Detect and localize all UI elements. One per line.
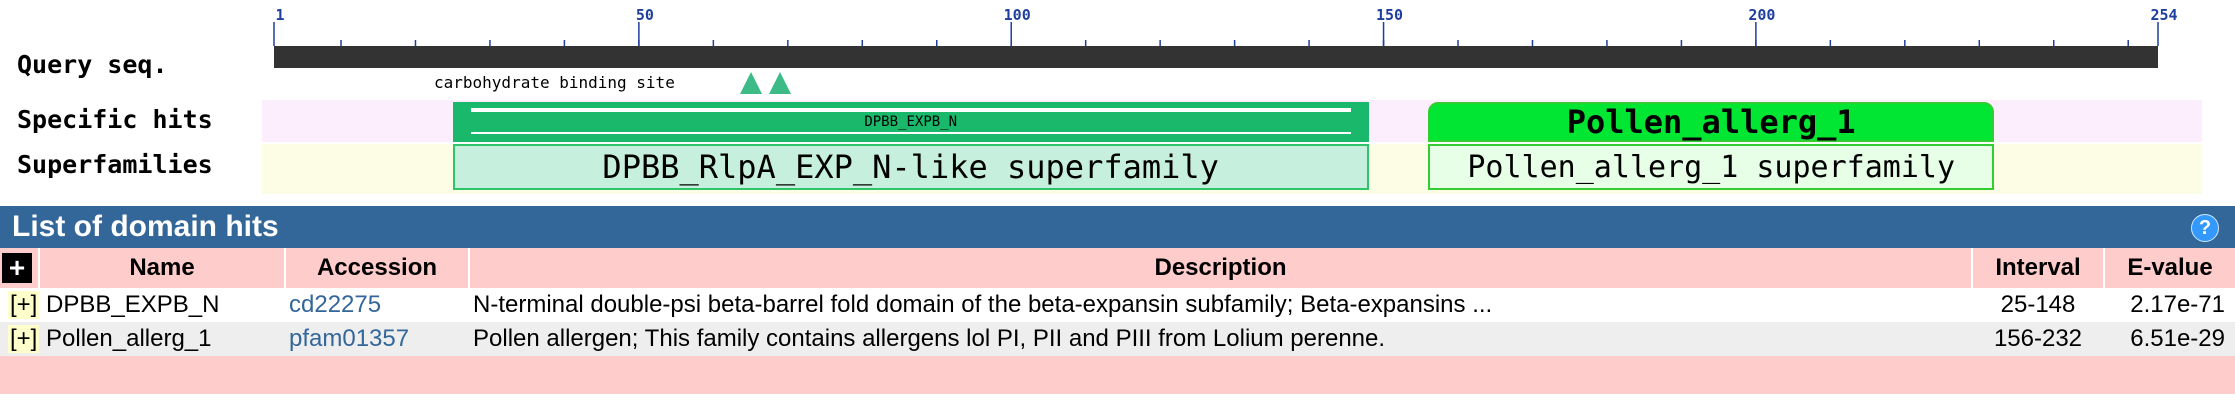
ruler-tick-label: 100: [1003, 6, 1031, 24]
col-interval-header[interactable]: Interval: [1972, 248, 2105, 288]
table-footer: [0, 356, 2235, 394]
help-icon[interactable]: ?: [2191, 214, 2219, 242]
row-description: N-terminal double-psi beta-barrel fold d…: [469, 288, 1972, 322]
site-mark-triangle[interactable]: [739, 72, 762, 94]
accession-cell: cd22275: [285, 288, 469, 322]
row-name: Pollen_allerg_1: [46, 325, 212, 352]
col-name-header[interactable]: Name: [39, 248, 286, 288]
table-header-row: + Name Accession Description Interval E-…: [0, 248, 2235, 288]
specific-hits-label: Specific hits: [17, 105, 213, 134]
row-interval: 156-232: [1972, 322, 2104, 356]
superfamily-hit-dpbb-rlpa-exp-n-like[interactable]: DPBB_RlpA_EXP_N-like superfamily: [452, 144, 1369, 190]
expand-all-cell: +: [0, 248, 40, 288]
specific-hit-dpbb-expb-n[interactable]: DPBB_EXPB_N: [452, 102, 1369, 142]
row-expand-button[interactable]: [+]: [8, 291, 40, 319]
ruler-tick-label: 254: [2150, 6, 2178, 24]
accession-cell: pfam01357: [285, 322, 469, 356]
panel-header: List of domain hits ?: [0, 206, 2235, 248]
accession-link[interactable]: pfam01357: [289, 325, 410, 352]
superfamily-hit-label: DPBB_RlpA_EXP_N-like superfamily: [602, 148, 1219, 186]
row-name: DPBB_EXPB_N: [46, 291, 220, 318]
specific-hit-inner-fill: [470, 112, 1351, 132]
ruler-tick-label: 150: [1376, 6, 1404, 24]
ruler-tick-label: 1: [275, 6, 285, 24]
table-row: [+] Pollen_allerg_1 pfam01357 Pollen all…: [0, 322, 2235, 356]
panel-title: List of domain hits: [12, 210, 279, 243]
ruler: [273, 22, 2159, 46]
col-description-header[interactable]: Description: [469, 248, 1973, 288]
carbohydrate-binding-site-label[interactable]: carbohydrate binding site: [434, 73, 675, 92]
superfamily-hit-label: Pollen_allerg_1 superfamily: [1467, 149, 1956, 185]
name-cell: [+] Pollen_allerg_1: [0, 322, 285, 356]
name-cell: [+] DPBB_EXPB_N: [0, 288, 285, 322]
row-description: Pollen allergen; This family contains al…: [469, 322, 1972, 356]
domain-hits-panel: List of domain hits ? + Name Accession D…: [0, 206, 2235, 394]
col-accession-header[interactable]: Accession: [285, 248, 470, 288]
domain-hits-table: + Name Accession Description Interval E-…: [0, 248, 2235, 356]
superfamilies-label: Superfamilies: [17, 150, 213, 179]
row-evalue: 6.51e-29: [2104, 322, 2235, 356]
col-evalue-header[interactable]: E-value: [2104, 248, 2235, 288]
row-evalue: 2.17e-71: [2104, 288, 2235, 322]
table-row: [+] DPBB_EXPB_N cd22275 N-terminal doubl…: [0, 288, 2235, 322]
superfamily-hit-pollen-allerg-1[interactable]: Pollen_allerg_1 superfamily: [1428, 144, 1995, 190]
row-interval: 25-148: [1972, 288, 2104, 322]
site-mark-triangle[interactable]: [769, 72, 792, 94]
row-expand-button[interactable]: [+]: [8, 325, 40, 353]
query-sequence-bar[interactable]: [274, 46, 2158, 68]
specific-hit-label: Pollen_allerg_1: [1566, 103, 1856, 141]
ruler-tick-label: 200: [1748, 6, 1776, 24]
ruler-tick-label: 50: [635, 6, 654, 24]
specific-hit-pollen-allerg-1[interactable]: Pollen_allerg_1: [1428, 102, 1995, 142]
expand-all-icon[interactable]: +: [2, 252, 32, 283]
query-seq-label: Query seq.: [17, 50, 168, 79]
specific-hit-label: DPBB_EXPB_N: [864, 114, 958, 130]
accession-link[interactable]: cd22275: [289, 291, 382, 318]
